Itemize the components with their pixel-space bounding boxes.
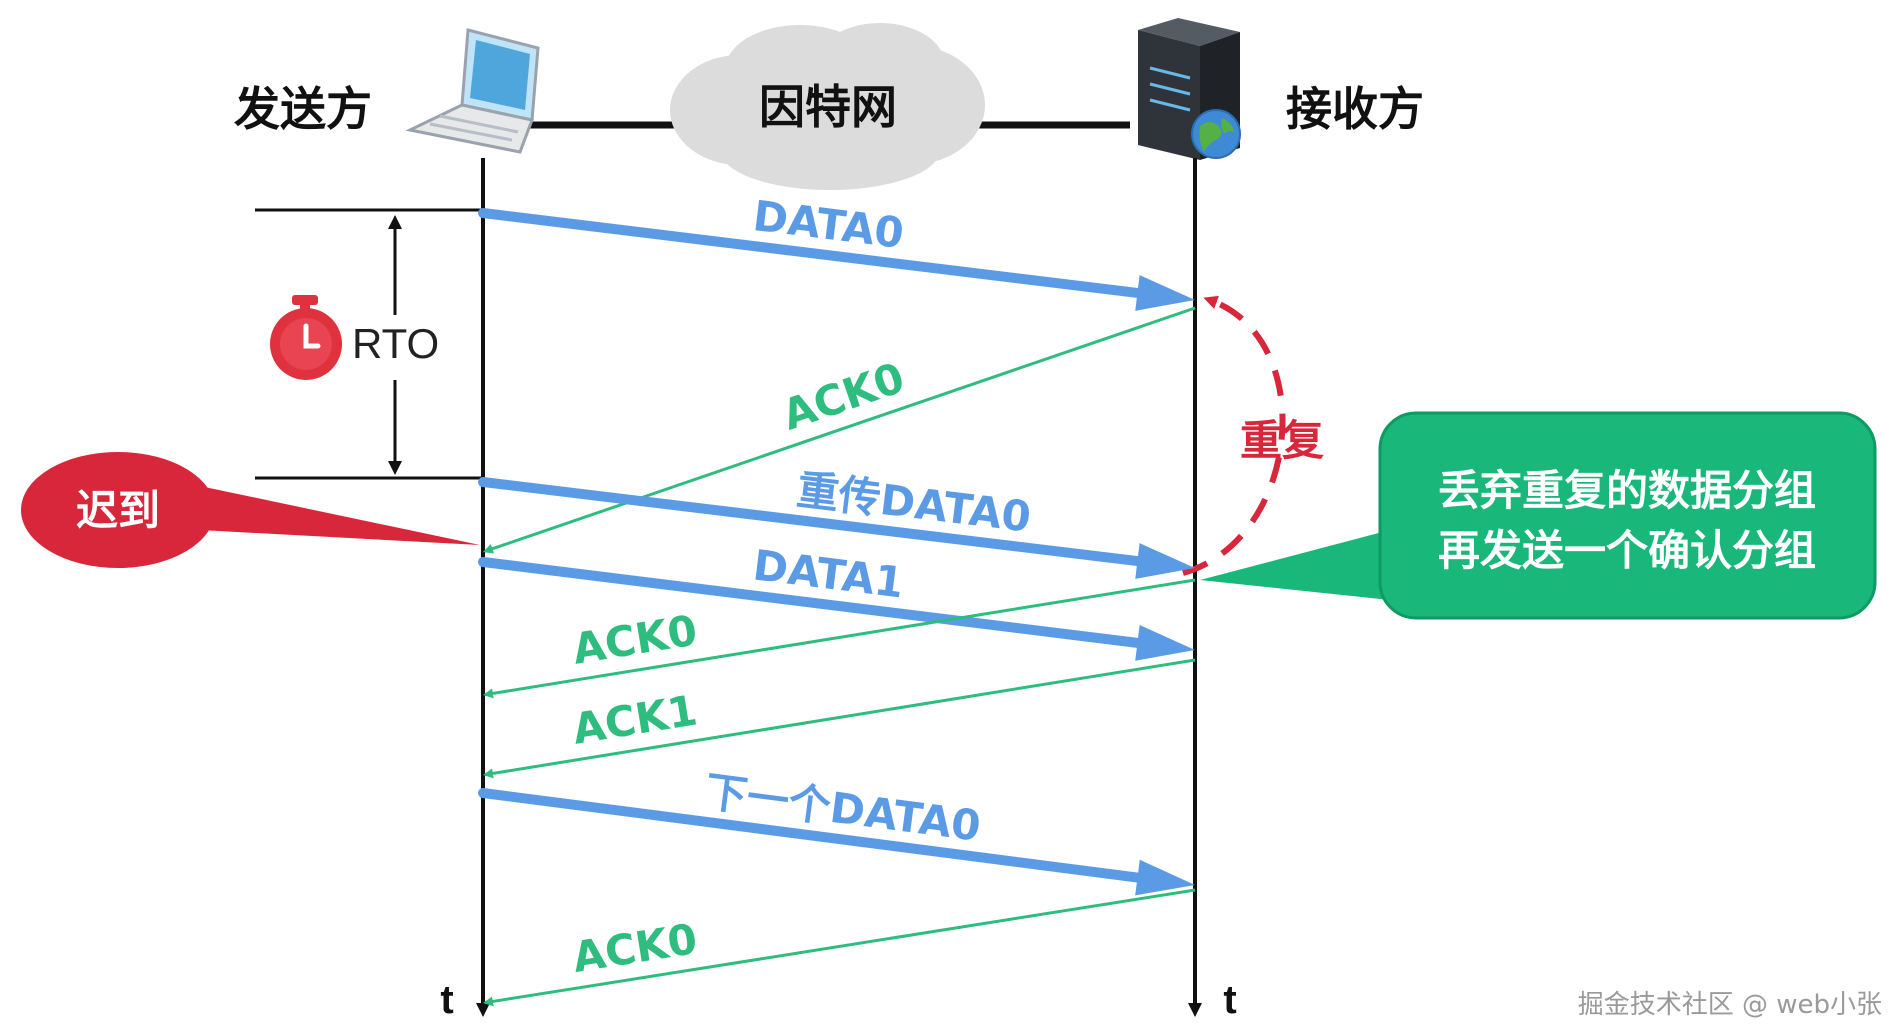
- message-data-3: DATA1: [478, 540, 1195, 661]
- data-arrow-head: [1135, 543, 1195, 579]
- data-arrow-head: [1135, 859, 1195, 896]
- late-label: 迟到: [76, 486, 160, 535]
- messages-layer: DATA0ACK0重传DATA0DATA1ACK0ACK1下一个DATA0ACK…: [478, 191, 1196, 1007]
- message-ack-7: ACK0: [483, 888, 1196, 1007]
- data-arrow-shaft: [478, 477, 1143, 567]
- globe-icon: [1191, 109, 1241, 159]
- late-callout: [21, 452, 480, 568]
- ack-arrow-line: [483, 578, 1196, 699]
- receiver-time-label: t: [1223, 978, 1236, 1022]
- laptop-icon: [405, 28, 540, 154]
- message-data-6: 下一个DATA0: [478, 767, 1195, 896]
- duplicate-arc: [1182, 295, 1286, 576]
- ack-arrow-line: [483, 306, 1196, 554]
- data-arrow-shaft: [478, 557, 1143, 648]
- note-line-2: 再发送一个确认分组: [1438, 526, 1816, 575]
- data-arrow-shaft: [478, 788, 1143, 883]
- note-line-1: 丢弃重复的数据分组: [1438, 466, 1816, 515]
- data-arrow-shaft: [478, 208, 1143, 298]
- ack-arrow-line: [483, 888, 1196, 1007]
- message-data-0: DATA0: [478, 191, 1195, 311]
- network-label: 因特网: [759, 80, 897, 134]
- cloud-icon: [670, 23, 985, 190]
- message-label: ACK0: [776, 353, 910, 440]
- note-callout: [1200, 411, 1877, 620]
- ack-arrow-line: [483, 658, 1196, 779]
- stopwatch-icon: [270, 295, 342, 380]
- sender-label: 发送方: [234, 82, 372, 136]
- duplicate-label: 重复: [1240, 416, 1324, 465]
- data-arrow-head: [1135, 275, 1195, 311]
- rto-label: RTO: [352, 320, 439, 367]
- watermark: 掘金技术社区 @ web小张: [1578, 990, 1882, 1020]
- receiver-label: 接收方: [1286, 82, 1424, 136]
- sender-time-label: t: [440, 978, 453, 1022]
- data-arrow-head: [1135, 625, 1195, 661]
